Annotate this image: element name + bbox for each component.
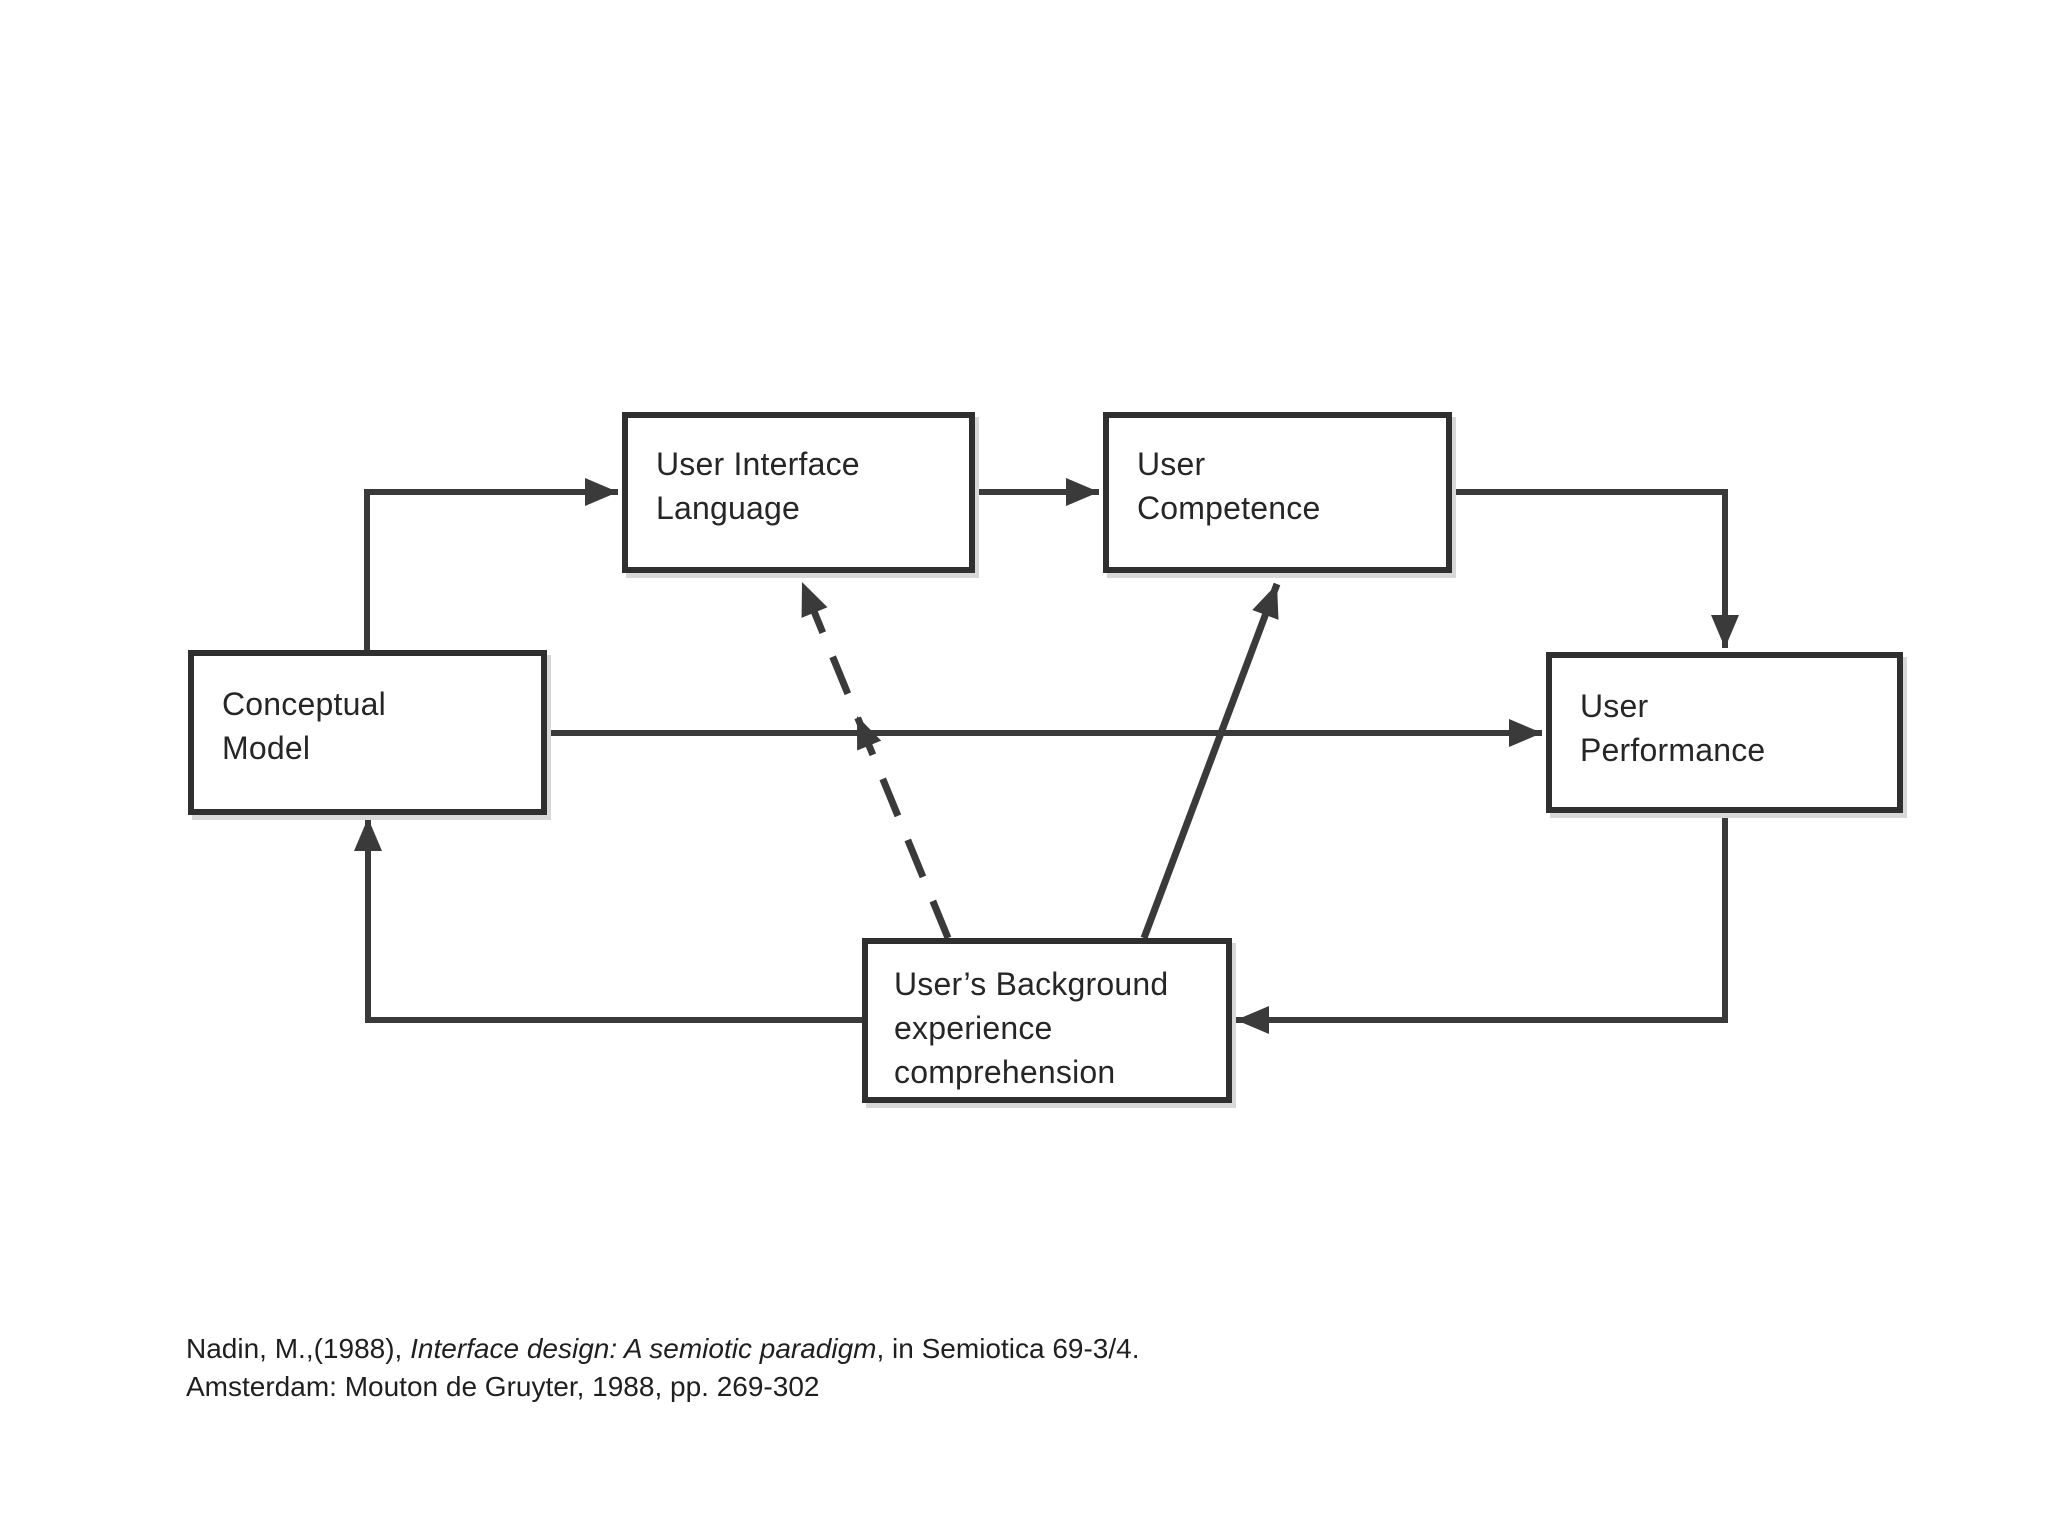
node-user-competence: User Competence (1103, 412, 1452, 573)
node-user-interface-language: User Interface Language (622, 412, 975, 573)
edge-user-performance-to-users-background (1236, 813, 1728, 1034)
edge-users-background-to-user-competence (1140, 582, 1281, 940)
node-label: User Competence (1137, 446, 1321, 526)
arrowhead-icon (857, 716, 882, 751)
citation-line-2: Amsterdam: Mouton de Gruyter, 1988, pp. … (186, 1368, 1286, 1406)
edge-user-competence-to-user-performance (1452, 489, 1739, 648)
node-label: User’s Background experience comprehensi… (894, 966, 1169, 1090)
citation: Nadin, M.,(1988), Interface design: A se… (186, 1330, 1286, 1406)
citation-text: , in Semiotica 69-3/4. (876, 1333, 1140, 1364)
citation-text: Amsterdam: Mouton de Gruyter, 1988, pp. … (186, 1371, 820, 1402)
node-conceptual-model: Conceptual Model (188, 650, 547, 815)
node-label: Conceptual Model (222, 686, 386, 766)
citation-text: Nadin, M.,(1988), (186, 1333, 411, 1364)
edge-users-background-to-user-interface-language-dashed (798, 580, 952, 940)
node-users-background: User’s Background experience comprehensi… (862, 938, 1232, 1103)
citation-line-1: Nadin, M.,(1988), Interface design: A se… (186, 1330, 1286, 1368)
node-label: User Performance (1580, 688, 1766, 768)
citation-title-italic: Interface design: A semiotic paradigm (410, 1333, 877, 1364)
edge-conceptual-model-to-user-interface-language (364, 478, 618, 650)
node-user-performance: User Performance (1546, 652, 1903, 813)
edge-users-background-to-conceptual-model (354, 818, 862, 1023)
node-label: User Interface Language (656, 446, 860, 526)
